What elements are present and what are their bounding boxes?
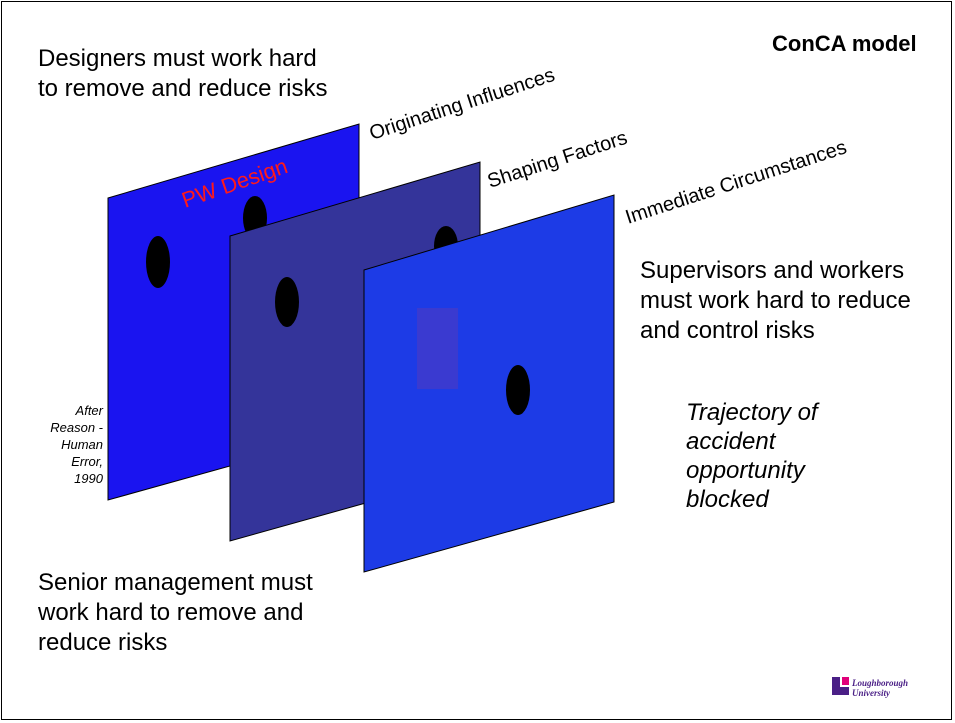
hole-middle: [275, 277, 299, 327]
label-shaping-factors: Shaping Factors: [485, 127, 630, 193]
layer-immediate-circumstances: [363, 194, 615, 573]
hole-left: [146, 236, 170, 288]
slide-title: ConCA model: [772, 31, 917, 56]
trajectory-note: Trajectory of accident opportunity block…: [686, 399, 818, 513]
designers-note: Designers must work hard to remove and r…: [38, 45, 328, 102]
loughborough-university-logo: Loughborough University: [832, 677, 908, 698]
label-originating-influences: Originating Influences: [367, 64, 558, 145]
blocked-patch: [417, 308, 458, 389]
citation-note: After Reason - Human Error, 1990: [50, 403, 103, 486]
supervisors-note: Supervisors and workers must work hard t…: [640, 257, 911, 344]
hole-right: [506, 365, 530, 415]
svg-text:University: University: [852, 688, 891, 698]
senior-management-note: Senior management must work hard to remo…: [38, 569, 313, 656]
label-immediate-circumstances: Immediate Circumstances: [623, 136, 850, 228]
svg-text:Loughborough: Loughborough: [851, 678, 908, 688]
